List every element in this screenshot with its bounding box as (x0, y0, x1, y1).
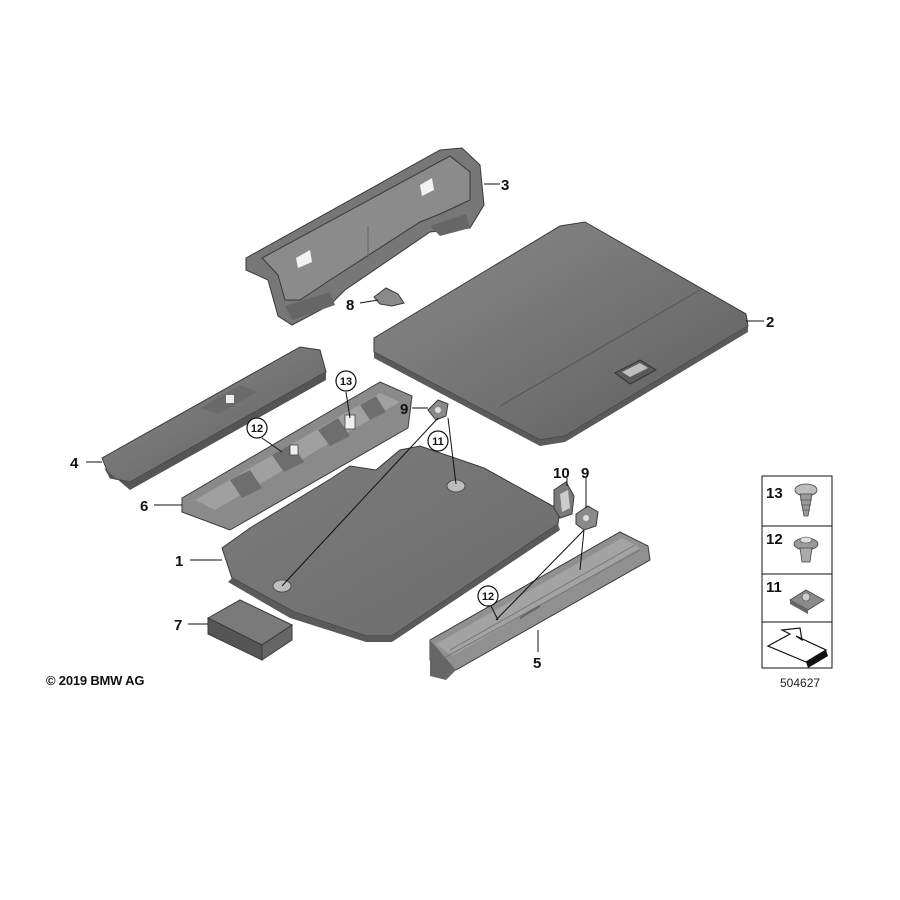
part-3-rear-panel (245, 147, 485, 326)
legend-13[interactable]: 13 (766, 485, 783, 502)
part-4-side-box (101, 346, 327, 490)
svg-text:13: 13 (340, 376, 352, 388)
nut-clip-icon (789, 589, 825, 614)
callout-3[interactable]: 3 (501, 177, 509, 194)
part-8-bracket (373, 287, 405, 307)
callout-6[interactable]: 6 (140, 498, 148, 515)
part-10-clip (553, 481, 575, 519)
callout-9-right[interactable]: 9 (581, 465, 589, 482)
part-7-foam-block (206, 599, 294, 661)
part-3-clip-slot (296, 250, 312, 268)
part-2-floor-cover (373, 221, 749, 446)
copyright-notice: © 2019 BMW AG (46, 673, 145, 688)
diagram-id: 504627 (780, 676, 821, 690)
screw-icon (794, 483, 818, 517)
legend-11[interactable]: 11 (766, 579, 782, 596)
part-3-clip-slot (420, 178, 434, 196)
callout-7[interactable]: 7 (174, 617, 182, 634)
callout-8[interactable]: 8 (346, 297, 354, 314)
orientation-arrow-icon (766, 627, 828, 668)
callout-9-top[interactable]: 9 (400, 401, 408, 418)
callout-12-circled-left[interactable]: 12 (246, 417, 268, 439)
part-5-sill-trim (429, 531, 651, 680)
callout-12-circled-right[interactable]: 12 (477, 585, 499, 607)
callout-5[interactable]: 5 (533, 655, 541, 672)
svg-text:12: 12 (482, 591, 494, 603)
legend-12[interactable]: 12 (766, 531, 783, 548)
part-9-clip-right (575, 505, 599, 531)
svg-text:11: 11 (432, 436, 444, 448)
part-1-floor-mat (221, 445, 561, 642)
callout-11-circled[interactable]: 11 (427, 430, 449, 452)
rivet-clip-icon (793, 536, 819, 563)
callout-10[interactable]: 10 (553, 465, 570, 482)
fastener-legend: 13 12 11 (761, 475, 833, 669)
svg-text:12: 12 (251, 423, 263, 435)
callout-1[interactable]: 1 (175, 553, 183, 570)
callout-13-circled[interactable]: 13 (335, 370, 357, 392)
callout-4[interactable]: 4 (70, 455, 79, 472)
leader-lines (86, 183, 764, 652)
callout-2[interactable]: 2 (766, 314, 774, 331)
part-9-clip-top (427, 399, 449, 421)
